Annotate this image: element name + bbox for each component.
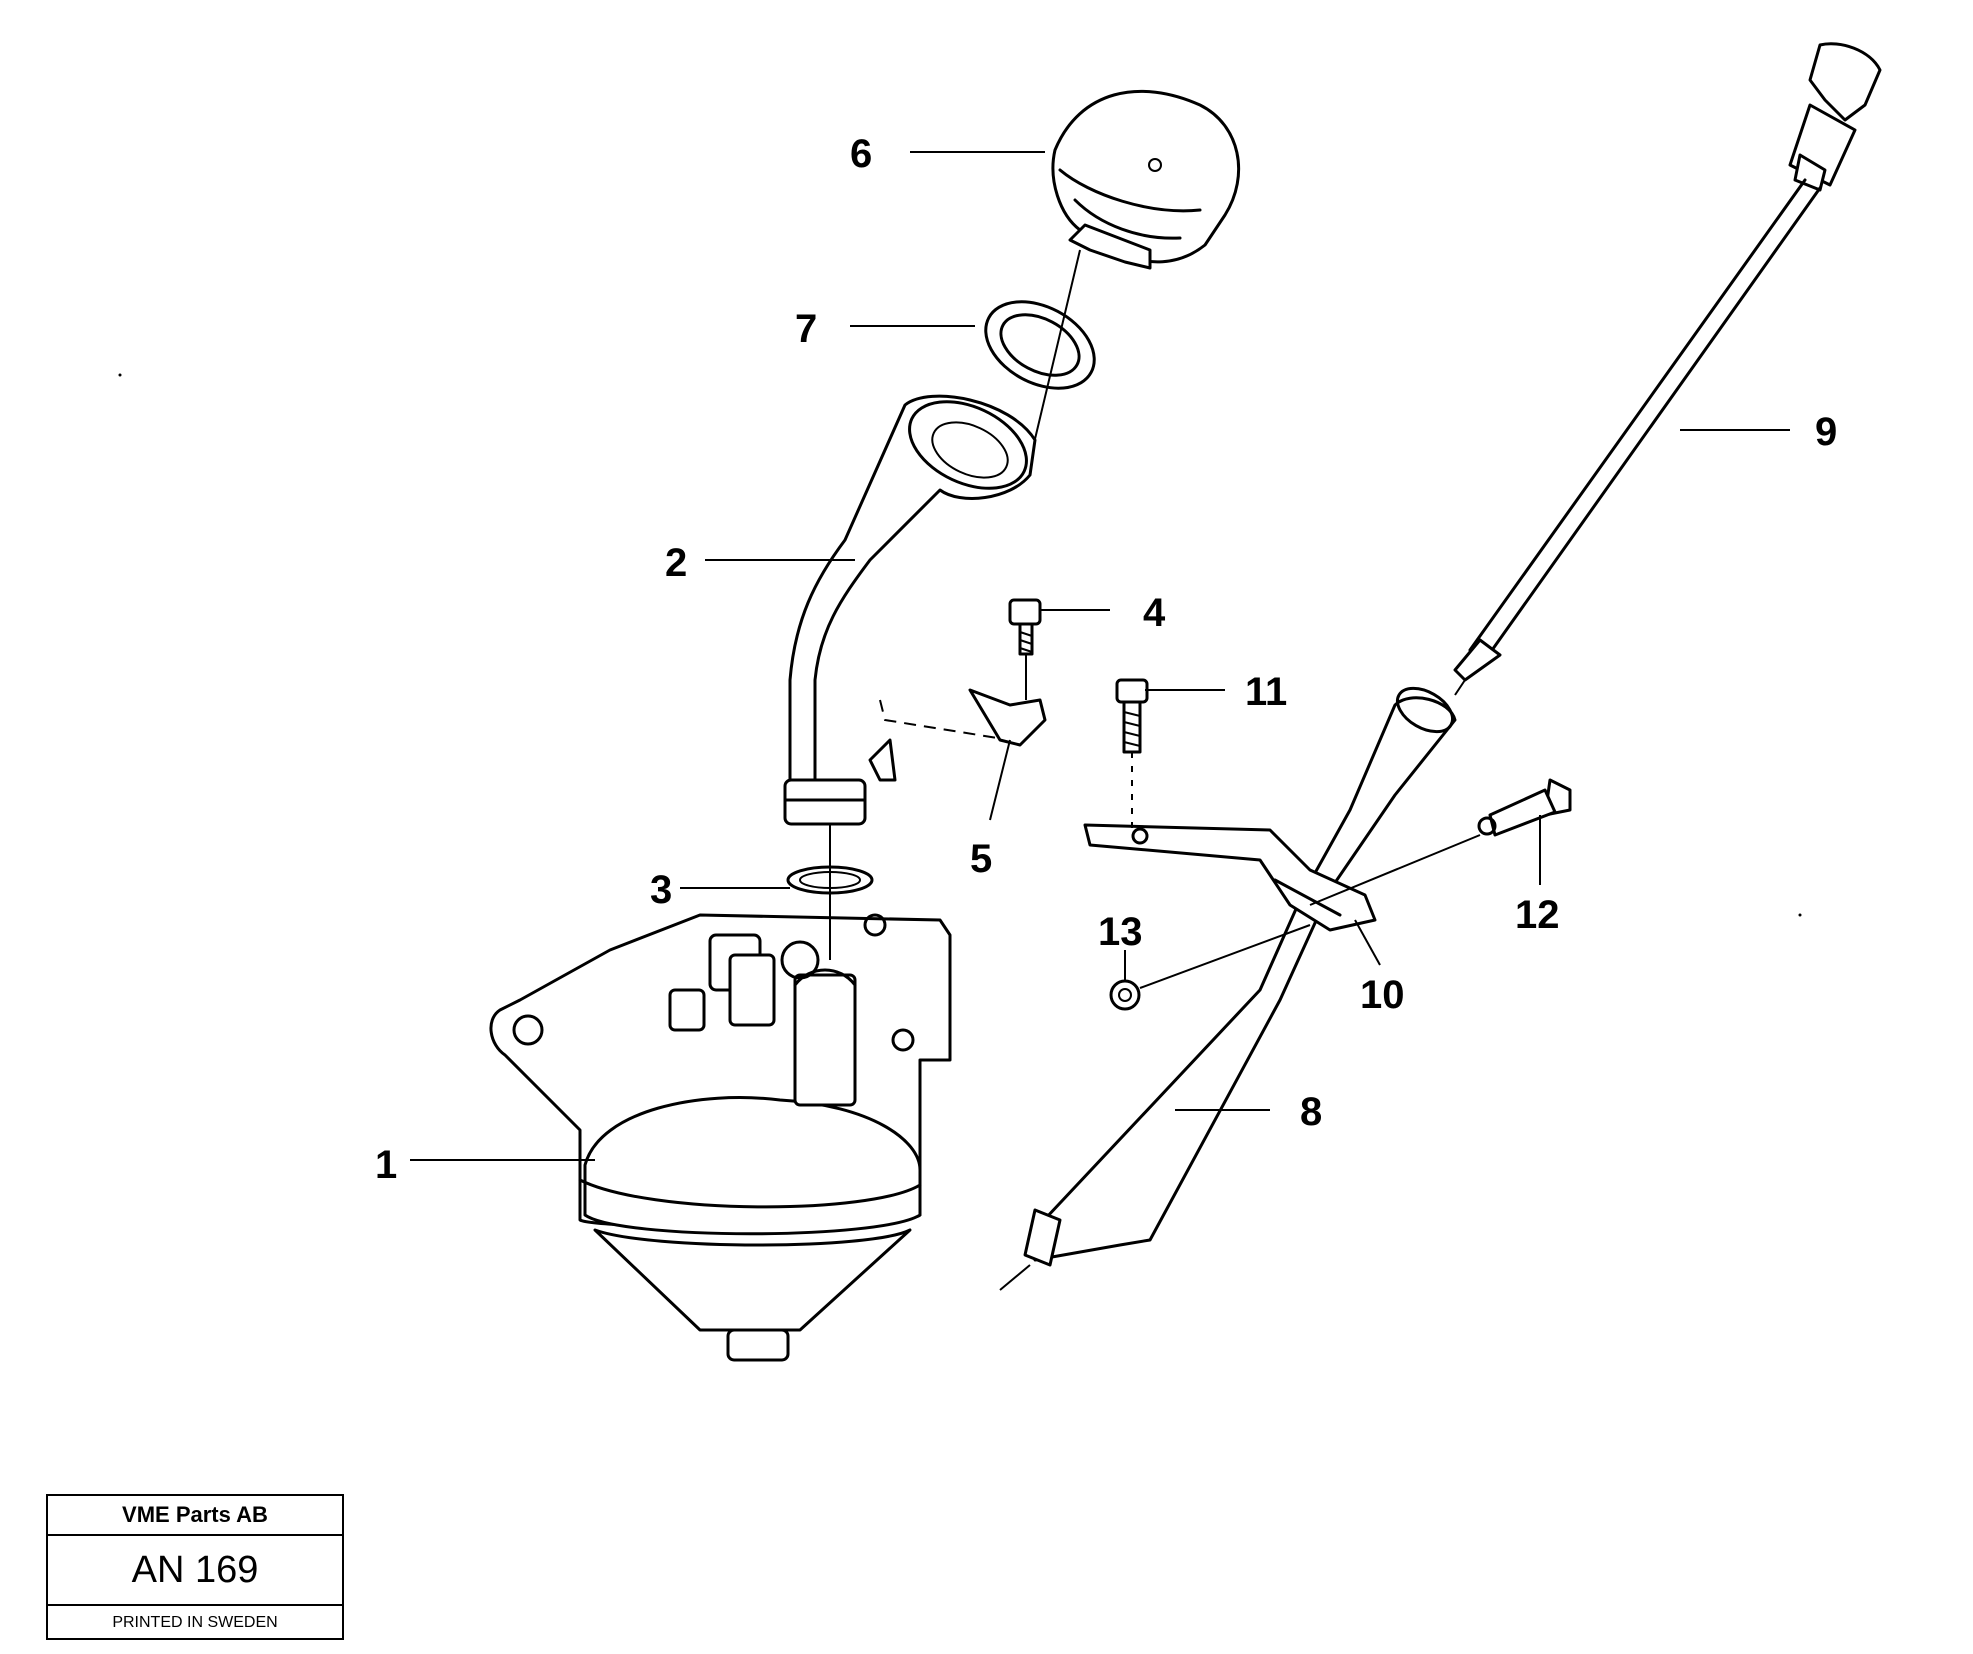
leader-lines bbox=[410, 151, 1790, 1161]
bracket-part bbox=[1083, 823, 1377, 932]
callout-13: 13 bbox=[1098, 910, 1143, 954]
bolt-part-11 bbox=[1115, 678, 1149, 830]
parts-stamp-box: VME Parts AB AN 169 PRINTED IN SWEDEN bbox=[46, 1494, 344, 1640]
scan-dot bbox=[1798, 913, 1802, 917]
stamp-company: VME Parts AB bbox=[48, 1496, 342, 1536]
scan-dot bbox=[118, 373, 122, 377]
filler-cap-part bbox=[1029, 89, 1241, 461]
callout-1: 1 bbox=[375, 1143, 397, 1187]
callout-3: 3 bbox=[650, 868, 672, 912]
callout-11: 11 bbox=[1245, 670, 1287, 714]
stamp-code: AN 169 bbox=[48, 1536, 342, 1606]
dipstick-part bbox=[1453, 42, 1882, 696]
gasket-ring-part bbox=[984, 300, 1096, 390]
o-ring-part bbox=[786, 865, 874, 895]
oil-housing-part bbox=[489, 900, 952, 1362]
clip-part bbox=[968, 688, 1047, 747]
callout-12: 12 bbox=[1515, 893, 1560, 937]
filler-pipe-part bbox=[783, 394, 1037, 900]
callout-7: 7 bbox=[795, 307, 817, 351]
callout-4: 4 bbox=[1143, 591, 1166, 635]
callout-8: 8 bbox=[1300, 1090, 1322, 1134]
screw-part-4 bbox=[1008, 598, 1042, 700]
stamp-printed: PRINTED IN SWEDEN bbox=[112, 1614, 278, 1631]
callout-9: 9 bbox=[1815, 410, 1837, 454]
bolt-part-12 bbox=[1309, 778, 1572, 906]
callout-10: 10 bbox=[1360, 973, 1405, 1017]
dipstick-tube-part bbox=[999, 686, 1457, 1291]
callout-2: 2 bbox=[665, 541, 687, 585]
callout-5: 5 bbox=[970, 837, 992, 881]
callout-labels: 6 7 2 4 5 3 11 9 12 10 13 8 1 bbox=[375, 132, 1837, 1187]
callout-6: 6 bbox=[850, 132, 872, 176]
nut-part bbox=[1109, 924, 1311, 1011]
